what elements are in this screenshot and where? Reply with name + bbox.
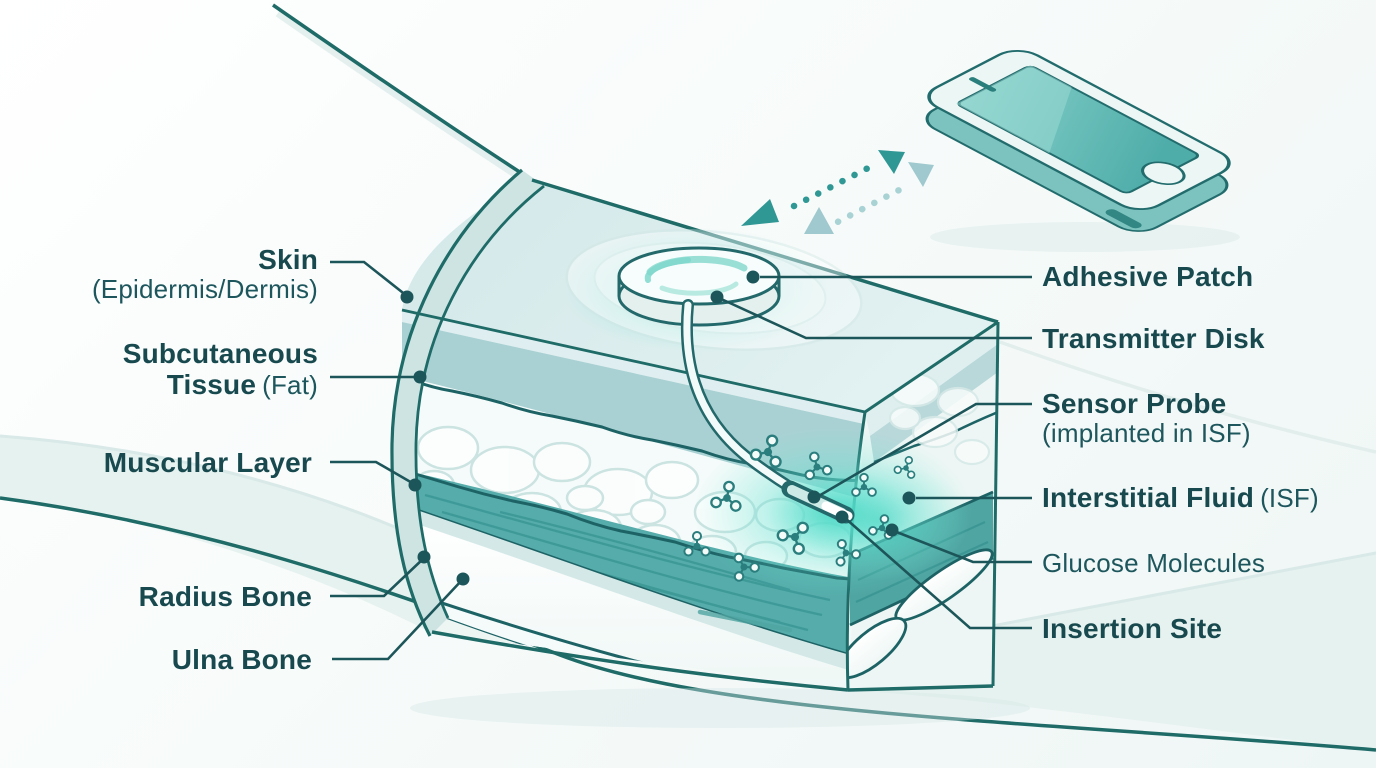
phone-home-button [1141,161,1186,186]
label-radius-bone: Radius Bone [138,581,312,612]
label-muscular-layer: Muscular Layer [103,447,312,478]
label-ulna-bone: Ulna Bone [171,644,312,675]
label-interstitial-fluid: Interstitial Fluid(ISF) [1042,482,1319,513]
label-subcutaneous-tissue: Subcutaneous Tissue(Fat) [122,338,318,401]
leader-dots [400,270,916,586]
cross-section-front-face [398,310,865,690]
leader-glucose [893,529,1032,564]
leader-muscular [330,460,415,486]
label-transmitter-disk: Transmitter Disk [1042,323,1265,354]
label-adhesive-patch: Adhesive Patch [1042,261,1254,292]
wireless-sync-arrows-icon [741,150,934,234]
smartphone-icon [925,49,1240,252]
leader-sensor [816,402,1032,499]
label-sensor-probe: Sensor Probe(implanted in ISF) [1042,388,1251,449]
label-skin: Skin(Epidermis/Dermis) [91,244,318,305]
leader-insertion [844,517,1032,630]
skin-edge-band [390,168,545,637]
forearm-silhouette [0,3,1376,752]
skin-layer [402,310,865,424]
label-insertion-site: Insertion Site [1042,613,1223,644]
bone-cross-sections [847,548,994,680]
leader-skin [330,260,408,298]
label-glucose-molecules: Glucose Molecules [1042,548,1266,578]
leader-ulna [332,579,463,661]
screen-sheen [956,65,1072,154]
leader-transmitter [718,296,1032,340]
phone-speaker-icon [969,77,997,92]
leader-lines [330,260,1032,661]
leader-radius [330,557,425,598]
